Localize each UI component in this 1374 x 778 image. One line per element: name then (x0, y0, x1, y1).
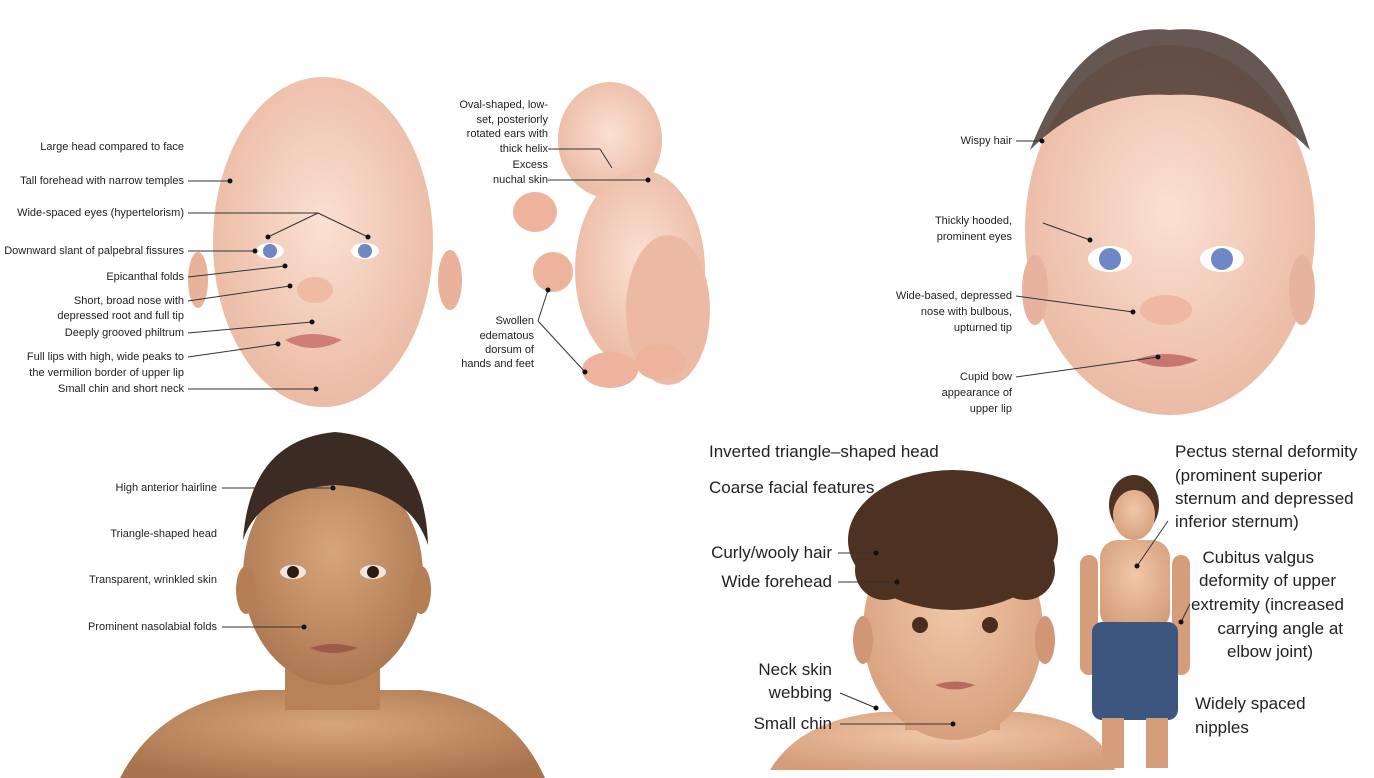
label-hooded-eyes-1: Thickly hooded, (935, 214, 1012, 229)
label-nuchal-1: Excess (513, 158, 548, 173)
label-short-nose-1: Short, broad nose with (74, 294, 184, 309)
label-cubitus-5: elbow joint) (1227, 640, 1313, 663)
label-nose-3: upturned tip (954, 321, 1012, 336)
label-small-chin: Small chin (754, 712, 832, 735)
label-epicanthal-folds: Epicanthal folds (106, 270, 184, 285)
label-nose-1: Wide-based, depressed (896, 289, 1012, 304)
label-ears-1: Oval-shaped, low- (459, 98, 548, 113)
label-tall-forehead: Tall forehead with narrow temples (20, 174, 184, 189)
label-nipples-2: nipples (1195, 716, 1249, 739)
label-palpebral-fissures: Downward slant of palpebral fissures (4, 244, 184, 259)
label-full-lips-1: Full lips with high, wide peaks to (27, 350, 184, 365)
label-wrinkled-skin: Transparent, wrinkled skin (89, 573, 217, 588)
label-ears-2: set, posteriorly (476, 113, 548, 128)
label-nose-2: nose with bulbous, (921, 305, 1012, 320)
label-pectus-1: Pectus sternal deformity (1175, 440, 1357, 463)
label-coarse-features: Coarse facial features (709, 476, 874, 499)
label-nipples-1: Widely spaced (1195, 692, 1306, 715)
label-cupid-bow-2: appearance of (942, 386, 1012, 401)
label-triangle-head: Triangle-shaped head (110, 527, 217, 542)
label-inverted-triangle-head: Inverted triangle–shaped head (709, 440, 939, 463)
label-neck-webbing-1: Neck skin (758, 658, 832, 681)
label-curly-hair: Curly/wooly hair (711, 541, 832, 564)
label-small-chin-short-neck: Small chin and short neck (58, 382, 184, 397)
label-pectus-4: inferior sternum) (1175, 510, 1299, 533)
child-illustration (770, 470, 1190, 770)
label-ears-4: thick helix (500, 142, 548, 157)
label-cupid-bow-3: upper lip (970, 402, 1012, 417)
label-philtrum: Deeply grooved philtrum (65, 326, 184, 341)
label-swollen-4: hands and feet (461, 357, 534, 372)
label-cubitus-2: deformity of upper (1199, 569, 1336, 592)
leader-lines (188, 139, 1190, 727)
label-swollen-1: Swollen (495, 314, 534, 329)
label-wide-spaced-eyes: Wide-spaced eyes (hypertelorism) (17, 206, 184, 221)
label-swollen-2: edematous (480, 329, 534, 344)
label-neck-webbing-2: webbing (769, 681, 832, 704)
infant-right-illustration (1022, 29, 1315, 415)
label-cubitus-1: Cubitus valgus (1202, 546, 1314, 569)
label-cubitus-4: carrying angle at (1217, 617, 1343, 640)
label-nuchal-2: nuchal skin (493, 173, 548, 188)
baby-face-illustration (188, 77, 462, 407)
label-cupid-bow-1: Cupid bow (960, 370, 1012, 385)
label-ears-3: rotated ears with (467, 127, 548, 142)
label-short-nose-2: depressed root and full tip (57, 309, 184, 324)
label-wispy-hair: Wispy hair (961, 134, 1012, 149)
label-pectus-3: sternum and depressed (1175, 487, 1354, 510)
label-full-lips-2: the vermilion border of upper lip (29, 366, 184, 381)
label-swollen-3: dorsum of (485, 343, 534, 358)
label-high-hairline: High anterior hairline (116, 481, 218, 496)
label-hooded-eyes-2: prominent eyes (937, 230, 1012, 245)
label-nasolabial-folds: Prominent nasolabial folds (88, 620, 217, 635)
label-wide-forehead: Wide forehead (721, 570, 832, 593)
label-large-head: Large head compared to face (40, 140, 184, 155)
label-cubitus-3: extremity (increased (1191, 593, 1344, 616)
label-pectus-2: (prominent superior (1175, 464, 1322, 487)
